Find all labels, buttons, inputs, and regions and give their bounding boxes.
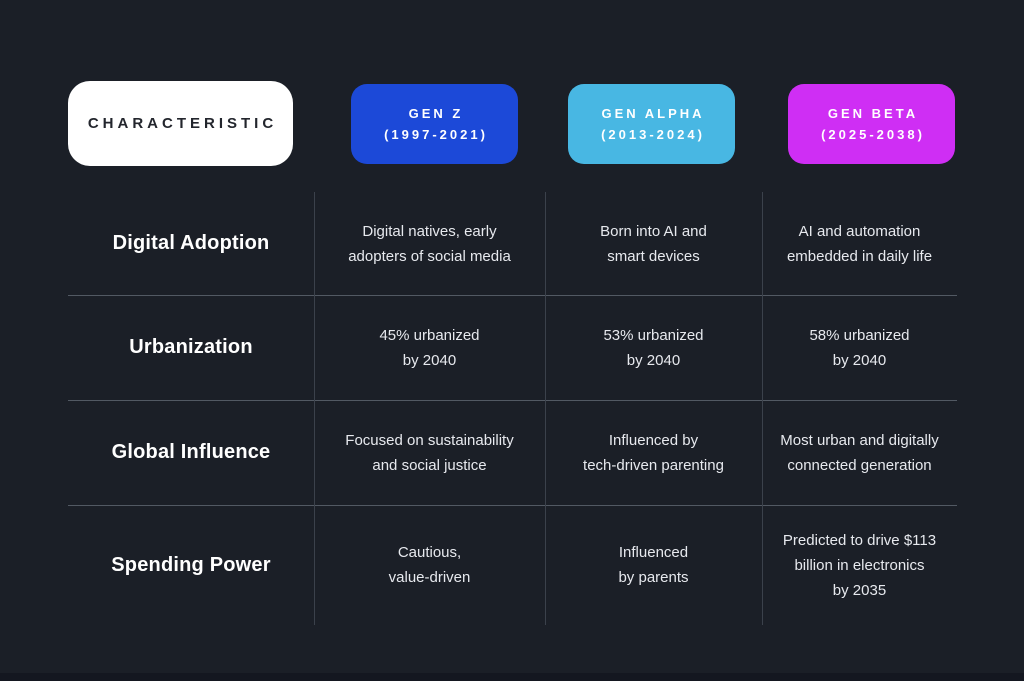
column-divider (545, 192, 546, 625)
table-body: Digital Adoption Digital natives, early … (68, 192, 957, 625)
table-cell: Influenced by parents (618, 544, 689, 586)
table-row-digital-adoption: Digital Adoption Digital natives, early … (68, 192, 957, 295)
table-cell: 58% urbanized by 2040 (809, 326, 910, 369)
table-row-spending-power: Spending Power Cautious, value-driven In… (68, 505, 957, 625)
column-divider (762, 192, 763, 625)
table-cell: Most urban and digitally connected gener… (780, 431, 939, 474)
gen-z-years: (1997-2021) (384, 127, 488, 142)
gen-z-title: GEN Z (408, 106, 464, 121)
characteristic-header-pill: CHARACTERISTIC (68, 81, 293, 166)
bottom-border-strip (0, 673, 1024, 681)
table-row-urbanization: Urbanization 45% urbanized by 2040 53% u… (68, 295, 957, 400)
row-divider (68, 295, 957, 296)
gen-z-header-pill: GEN Z (1997-2021) (351, 84, 518, 164)
characteristic-label: CHARACTERISTIC (87, 115, 278, 132)
gen-beta-header-pill: GEN BETA (2025-2038) (788, 84, 955, 164)
table-row-global-influence: Global Influence Focused on sustainabili… (68, 400, 957, 505)
table-cell: Influenced by tech-driven parenting (583, 431, 724, 474)
gen-alpha-title: GEN ALPHA (601, 106, 705, 121)
gen-beta-title: GEN BETA (827, 106, 919, 121)
gen-beta-years: (2025-2038) (821, 127, 925, 142)
table-cell: Born into AI and smart devices (600, 222, 707, 265)
row-label: Digital Adoption (112, 232, 270, 254)
row-label: Spending Power (111, 553, 271, 576)
row-divider (68, 400, 957, 401)
table-cell: Predicted to drive $113 billion in elect… (782, 531, 937, 599)
row-divider (68, 505, 957, 506)
table-cell: 45% urbanized by 2040 (379, 326, 480, 369)
table-cell: Focused on sustainability and social jus… (345, 431, 514, 474)
column-divider (314, 192, 315, 625)
table-cell: Cautious, value-driven (388, 544, 471, 586)
table-cell: 53% urbanized by 2040 (603, 326, 704, 369)
gen-alpha-header-pill: GEN ALPHA (2013-2024) (568, 84, 735, 164)
table-cell: AI and automation embedded in daily life (786, 222, 933, 265)
gen-alpha-years: (2013-2024) (601, 127, 705, 142)
row-label: Global Influence (111, 441, 271, 463)
table-cell: Digital natives, early adopters of socia… (348, 222, 511, 265)
row-label: Urbanization (129, 336, 253, 358)
